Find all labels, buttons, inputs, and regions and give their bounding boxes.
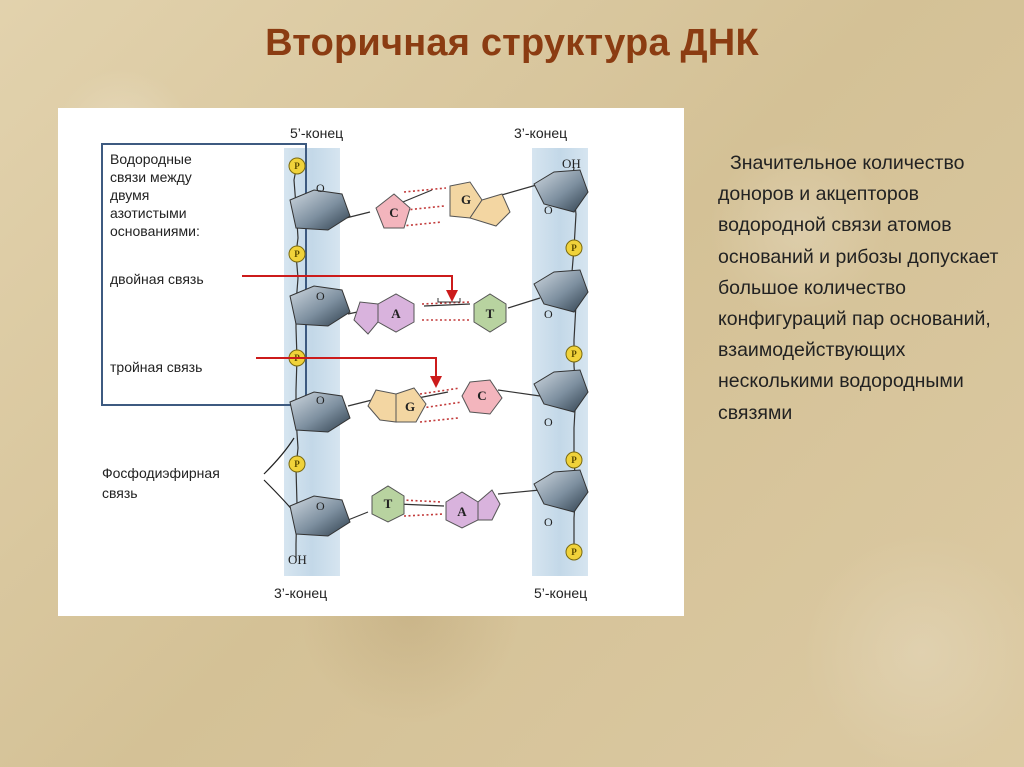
base-t-shape: [371, 485, 405, 523]
phosphate-letter: P: [294, 459, 300, 469]
legend-line: основаниями:: [110, 223, 200, 239]
right-backbone-band: [532, 148, 588, 576]
phosphate-circle: [288, 157, 306, 175]
label-bottom-left-end: 3’-конец: [274, 585, 327, 601]
phosphodiester-line: связь: [102, 485, 138, 501]
triple-bond-arrowhead: [430, 376, 442, 388]
legend-line: связи между: [110, 169, 192, 185]
base-letter: T: [384, 496, 393, 511]
oxygen-label: O: [544, 307, 553, 321]
phosphate-circle: [565, 345, 583, 363]
right-sugars: [533, 169, 589, 513]
oxygen-label: O: [544, 515, 553, 529]
label-bottom-right-end: 5’-конец: [534, 585, 587, 601]
oh-top-label: OH: [562, 156, 581, 171]
base-letter: A: [457, 504, 467, 519]
base-g-five-ring: [367, 389, 397, 423]
phosphate-letter: P: [571, 547, 577, 557]
base-letter: A: [391, 306, 401, 321]
base-a-five-ring: [353, 301, 379, 335]
sugar-shape: [533, 269, 589, 313]
oxygen-label: O: [544, 415, 553, 429]
phosphate-letter: P: [571, 455, 577, 465]
bond-bracket: [437, 298, 461, 303]
bond-arrows: [242, 275, 453, 378]
base-a-five-ring: [477, 489, 501, 521]
oxygen-label: O: [316, 499, 325, 513]
phosphate-letter: P: [571, 243, 577, 253]
right-phosphates: [565, 239, 583, 561]
label-top-right-end: 3’-конец: [514, 125, 567, 141]
phosphodiester-pointer-upper: [263, 437, 295, 475]
sugar-shape: [533, 469, 589, 513]
double-bond-arrow-line: [242, 275, 453, 292]
legend-line: двумя: [110, 187, 149, 203]
phosphodiester-line: Фосфодиэфирная: [102, 465, 220, 481]
legend-box: [101, 143, 307, 406]
oxygen-label: O: [316, 181, 325, 195]
triple-bond-label: тройная связь: [110, 359, 202, 375]
phosphate-letter: P: [571, 349, 577, 359]
label-top-left-end: 5’-конец: [290, 125, 343, 141]
oh-bottom-label: OH: [288, 552, 307, 567]
triple-bond-arrow-line: [256, 357, 437, 378]
double-bond-arrowhead: [446, 290, 458, 302]
base-letter: T: [486, 306, 495, 321]
phosphate-circle: [565, 239, 583, 257]
slide-body-text: Значительное количество доноров и акцепт…: [718, 148, 1018, 429]
body-paragraph: Значительное количество доноров и акцепт…: [718, 152, 999, 424]
base-letter: C: [389, 205, 398, 220]
sugar-shape: [533, 169, 589, 213]
dna-figure: 5’-конец 3’-конец 3’-конец 5’-конец Водо…: [58, 108, 684, 616]
base-c-shape: [461, 379, 503, 415]
base-g-five-ring: [469, 193, 511, 227]
base-letter: G: [461, 192, 471, 207]
oxygen-label: O: [316, 289, 325, 303]
legend-line: Водородные: [110, 151, 192, 167]
phosphate-letter: P: [294, 161, 300, 171]
sugar-shape: [289, 391, 351, 433]
sugar-shape: [289, 495, 351, 537]
phosphate-circle: [565, 451, 583, 469]
legend-heading: Водородные связи между двумя азотистыми …: [110, 151, 200, 239]
phosphate-letter: P: [294, 249, 300, 259]
slide-title: Вторичная структура ДНК: [265, 22, 759, 64]
left-sugars: [289, 189, 351, 537]
sugar-shape: [533, 369, 589, 413]
hydrogen-bonds: [401, 187, 471, 517]
base-letter: C: [477, 388, 486, 403]
sugar-shape: [289, 285, 351, 327]
oxygen-label: O: [544, 203, 553, 217]
dna-diagram-svg: 5’-конец 3’-конец 3’-конец 5’-конец Водо…: [101, 125, 589, 601]
base-c-shape: [375, 193, 411, 229]
base-t-shape: [473, 293, 507, 333]
phosphate-circle: [565, 543, 583, 561]
phosphate-circle: [288, 455, 306, 473]
phosphate-circle: [288, 245, 306, 263]
legend-line: азотистыми: [110, 205, 187, 221]
double-bond-label: двойная связь: [110, 271, 204, 287]
sugar-shape: [289, 189, 351, 231]
phosphodiester-label: Фосфодиэфирная связь: [102, 465, 224, 501]
oxygen-label: O: [316, 393, 325, 407]
base-letter: G: [405, 399, 415, 414]
